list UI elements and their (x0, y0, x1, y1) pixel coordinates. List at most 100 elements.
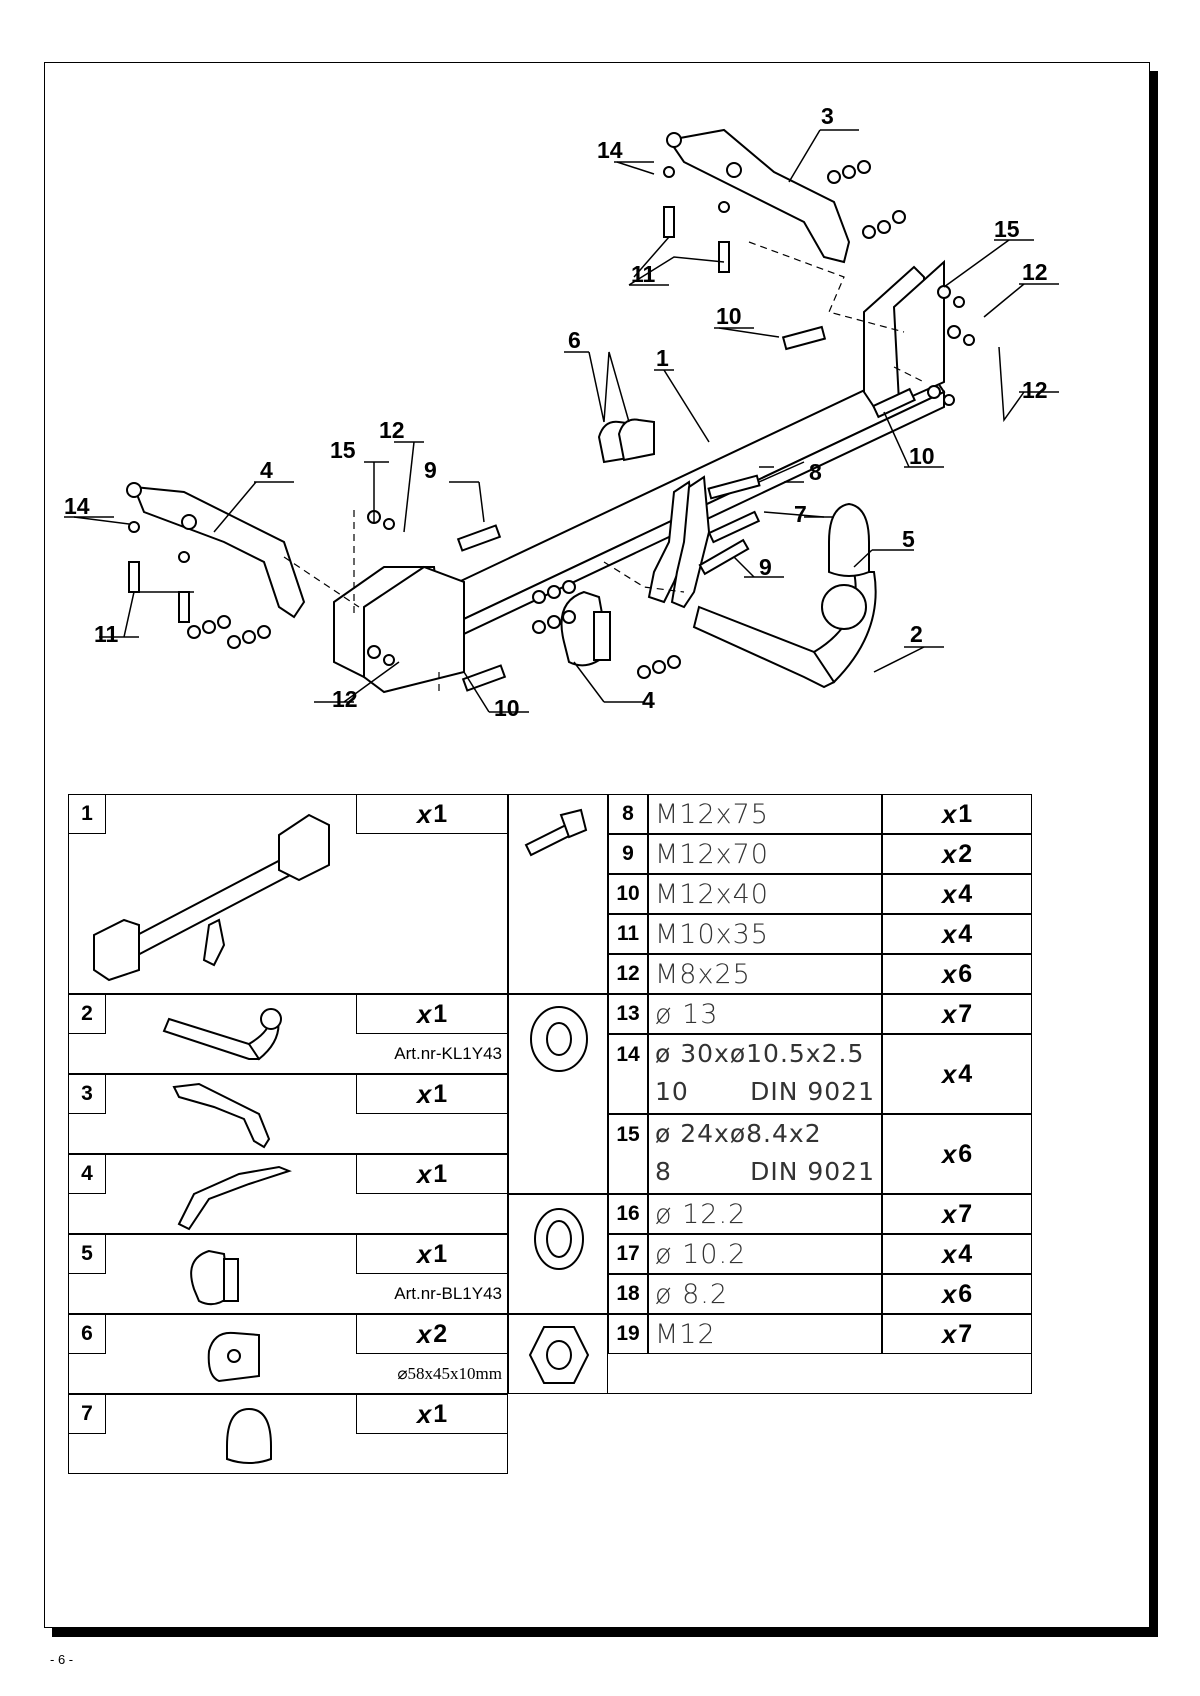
part-spec-9: M12x70 (648, 834, 882, 874)
bolt-icon (524, 808, 588, 857)
part-num-3: 3 (68, 1074, 106, 1114)
callout-4: 4 (260, 457, 273, 483)
callout-labels: 3 14 11 15 12 12 10 10 6 1 8 7 9 5 2 4 1… (64, 103, 1048, 721)
callout-14-top: 14 (597, 137, 623, 163)
alignment-lines (283, 241, 925, 692)
callout-2: 2 (910, 621, 923, 647)
part-spec-8: M12x75 (648, 794, 882, 834)
callout-11-top: 11 (631, 261, 656, 287)
ball-cap-thumbnail (226, 1407, 272, 1464)
part-spec-14-din: DIN 9021 (750, 1077, 875, 1106)
callout-15-left: 15 (330, 437, 356, 463)
bracket-3-thumbnail (172, 1082, 271, 1149)
part-spec-15-size: 8 (655, 1157, 672, 1186)
callout-9-top: 8 (809, 459, 822, 485)
callout-12-right-top: 12 (1022, 259, 1048, 285)
part-num-5: 5 (68, 1234, 106, 1274)
washer-icon (530, 1006, 588, 1072)
part-spec-15-line1: ø 24xø8.4x2 (655, 1119, 822, 1148)
callout-10-left: 9 (424, 457, 437, 483)
spacer-6-drawing (597, 418, 655, 464)
part-num-2: 2 (68, 994, 106, 1034)
callout-9-bottom: 9 (759, 554, 772, 580)
nut-icon (528, 1326, 590, 1384)
callout-7: 5 (902, 526, 915, 552)
part-note-6: ⌀58x45x10mm (397, 1364, 502, 1383)
part-spec-10: M12x40 (648, 874, 882, 914)
callout-12-right-bottom: 12 (1022, 377, 1048, 403)
part-num-19: 19 (608, 1314, 648, 1354)
part-num-9: 9 (608, 834, 648, 874)
spring-washer-icon-cell (508, 1194, 608, 1314)
ball-neck-drawing (692, 571, 877, 689)
bracket-4-thumbnail (177, 1165, 292, 1231)
bolt-icon-cell (508, 794, 608, 994)
part-num-7: 7 (68, 1394, 106, 1434)
part-note-5: Art.nr-BL1Y43 (394, 1284, 502, 1303)
part-spec-14-size: 10 (655, 1077, 689, 1106)
part-num-1: 1 (68, 794, 106, 834)
spring-washer-icon (534, 1208, 584, 1270)
part-spec-15: ø 24xø8.4x2 8 DIN 9021 (648, 1114, 882, 1194)
washer-icon-cell (508, 994, 608, 1194)
part-num-6: 6 (68, 1314, 106, 1354)
part-spec-16: ø 12.2 (648, 1194, 882, 1234)
fasteners-drawing (128, 160, 975, 692)
part-num-4: 4 (68, 1154, 106, 1194)
bracket-4-drawing (126, 482, 306, 619)
page-number: - 6 - (50, 1652, 74, 1667)
part-num-10: 10 (608, 874, 648, 914)
callout-5: 4 (642, 687, 655, 713)
part-spec-13: ø 13 (648, 994, 882, 1034)
callout-6: 6 (568, 327, 581, 353)
callout-8: 7 (794, 501, 807, 527)
callout-15-right: 15 (994, 216, 1020, 242)
callout-12-bottom: 12 (332, 686, 358, 712)
part-num-8: 8 (608, 794, 648, 834)
part-num-17: 17 (608, 1234, 648, 1274)
ball-cap-drawing (828, 502, 870, 577)
callout-14-left: 14 (64, 493, 90, 519)
part-spec-18: ø 8.2 (648, 1274, 882, 1314)
spacer-thumbnail (207, 1331, 260, 1383)
exploded-assembly-diagram: 3 14 11 15 12 12 10 10 6 1 8 7 9 5 2 4 1… (64, 103, 1059, 721)
part-spec-12: M8x25 (648, 954, 882, 994)
crossbeam-thumbnail (93, 813, 330, 982)
part-note-2: Art.nr-KL1Y43 (394, 1044, 502, 1063)
part-spec-17: ø 10.2 (648, 1234, 882, 1274)
callout-11-left: 11 (94, 621, 119, 647)
part-row-2 (68, 994, 508, 1074)
bracket-3-drawing (666, 128, 851, 264)
part-num-12: 12 (608, 954, 648, 994)
callout-3: 3 (821, 103, 834, 129)
part-num-14: 14 (608, 1034, 648, 1114)
leader-lines (64, 129, 1059, 713)
part-num-18: 18 (608, 1274, 648, 1314)
part-num-13: 13 (608, 994, 648, 1034)
part-spec-14-line1: ø 30xø10.5x2.5 (655, 1039, 865, 1068)
part-spec-11: M10x35 (648, 914, 882, 954)
callout-10-top: 10 (716, 303, 742, 329)
ball-neck-thumbnail (162, 1008, 282, 1061)
callout-12-left: 12 (379, 417, 405, 443)
callout-10-bottom: 10 (494, 695, 520, 721)
part-num-16: 16 (608, 1194, 648, 1234)
callout-10-right: 10 (909, 443, 935, 469)
